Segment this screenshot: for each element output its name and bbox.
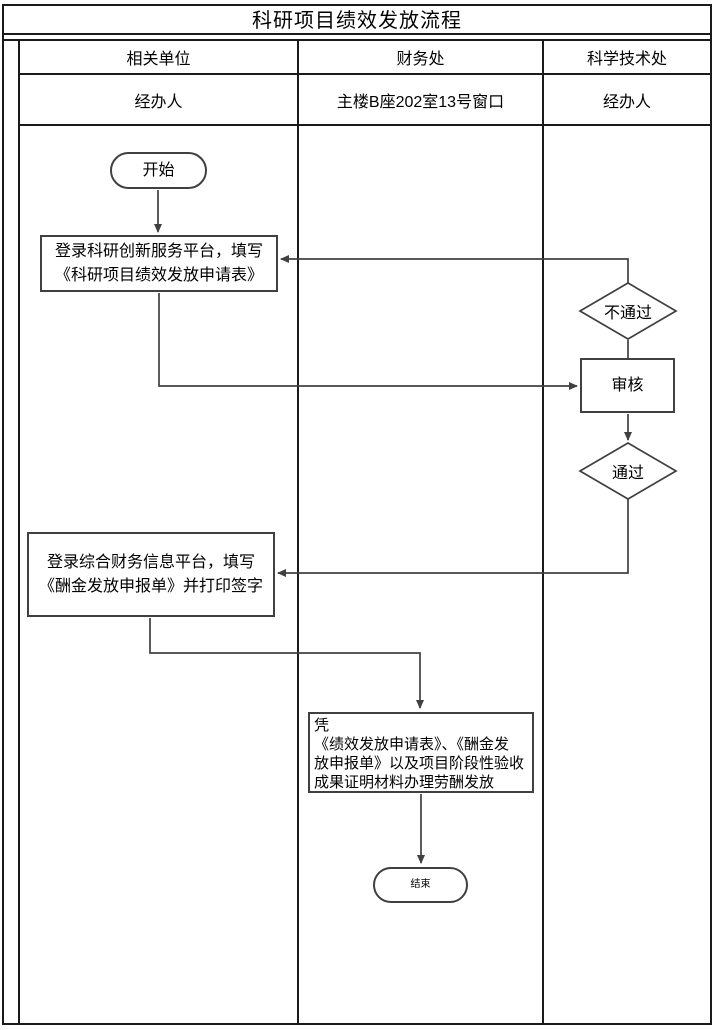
pass-diamond-label: 通过	[611, 465, 644, 482]
fill-application-form-line1: 登录科研创新服务平台，填写	[54, 242, 263, 260]
process-payment-node: 凭 《绩效发放申请表》、《酬金发 放申报单》以及项目阶段性验收 成果证明材料办理…	[308, 712, 534, 793]
end-node-label: 结束	[410, 879, 431, 890]
lane-role-finance-office: 主楼B座202室13号窗口	[336, 93, 505, 111]
pass-diamond-shape	[578, 442, 678, 500]
start-node-label: 开始	[142, 161, 175, 179]
lane-header-finance-office: 财务处	[396, 51, 445, 68]
review-node: 审核	[580, 358, 675, 413]
connector-pass-to-box2	[277, 499, 629, 577]
process-payment-line2: 《绩效发放申请表》、《酬金发	[314, 736, 510, 753]
grid-left-strip-divider	[18, 39, 20, 1023]
grid-lane-divider-1	[297, 39, 299, 1023]
end-node: 结束	[373, 867, 468, 903]
start-node: 开始	[110, 152, 207, 189]
fill-application-form-line2: 《科研项目绩效发放申请表》	[54, 266, 263, 284]
connector-box1-to-review	[158, 293, 578, 390]
grid-header-row-line	[18, 73, 712, 75]
connector-box2-to-box3	[149, 618, 424, 709]
flowchart-title: 科研项目绩效发放流程	[4, 4, 710, 35]
grid-top-line	[4, 39, 710, 41]
connector-reject-to-box1	[280, 255, 629, 283]
lane-header-sci-tech-office: 科学技术处	[586, 51, 667, 68]
reject-diamond-shape	[578, 282, 678, 340]
fill-remuneration-line1: 登录综合财务信息平台，填写	[46, 553, 255, 571]
lane-header-related-unit: 相关单位	[126, 51, 191, 68]
grid-lane-divider-2	[542, 39, 544, 1023]
process-payment-line1: 凭	[314, 717, 330, 734]
grid-subheader-row-line	[18, 124, 712, 126]
process-payment-line4: 成果证明材料办理劳酬发放	[314, 774, 495, 791]
reject-diamond-label: 不通过	[603, 305, 652, 322]
page-border	[2, 4, 712, 1025]
fill-remuneration-declaration-node: 登录综合财务信息平台，填写 《酬金发放申报单》并打印签字	[27, 532, 275, 617]
review-node-label: 审核	[611, 376, 644, 394]
lane-role-sci-tech-office: 经办人	[602, 93, 651, 111]
process-payment-line3: 放申报单》以及项目阶段性验收	[314, 755, 525, 772]
lane-role-related-unit: 经办人	[134, 93, 183, 111]
fill-application-form-node: 登录科研创新服务平台，填写 《科研项目绩效发放申请表》	[40, 235, 278, 292]
fill-remuneration-line2: 《酬金发放申报单》并打印签字	[38, 577, 263, 595]
